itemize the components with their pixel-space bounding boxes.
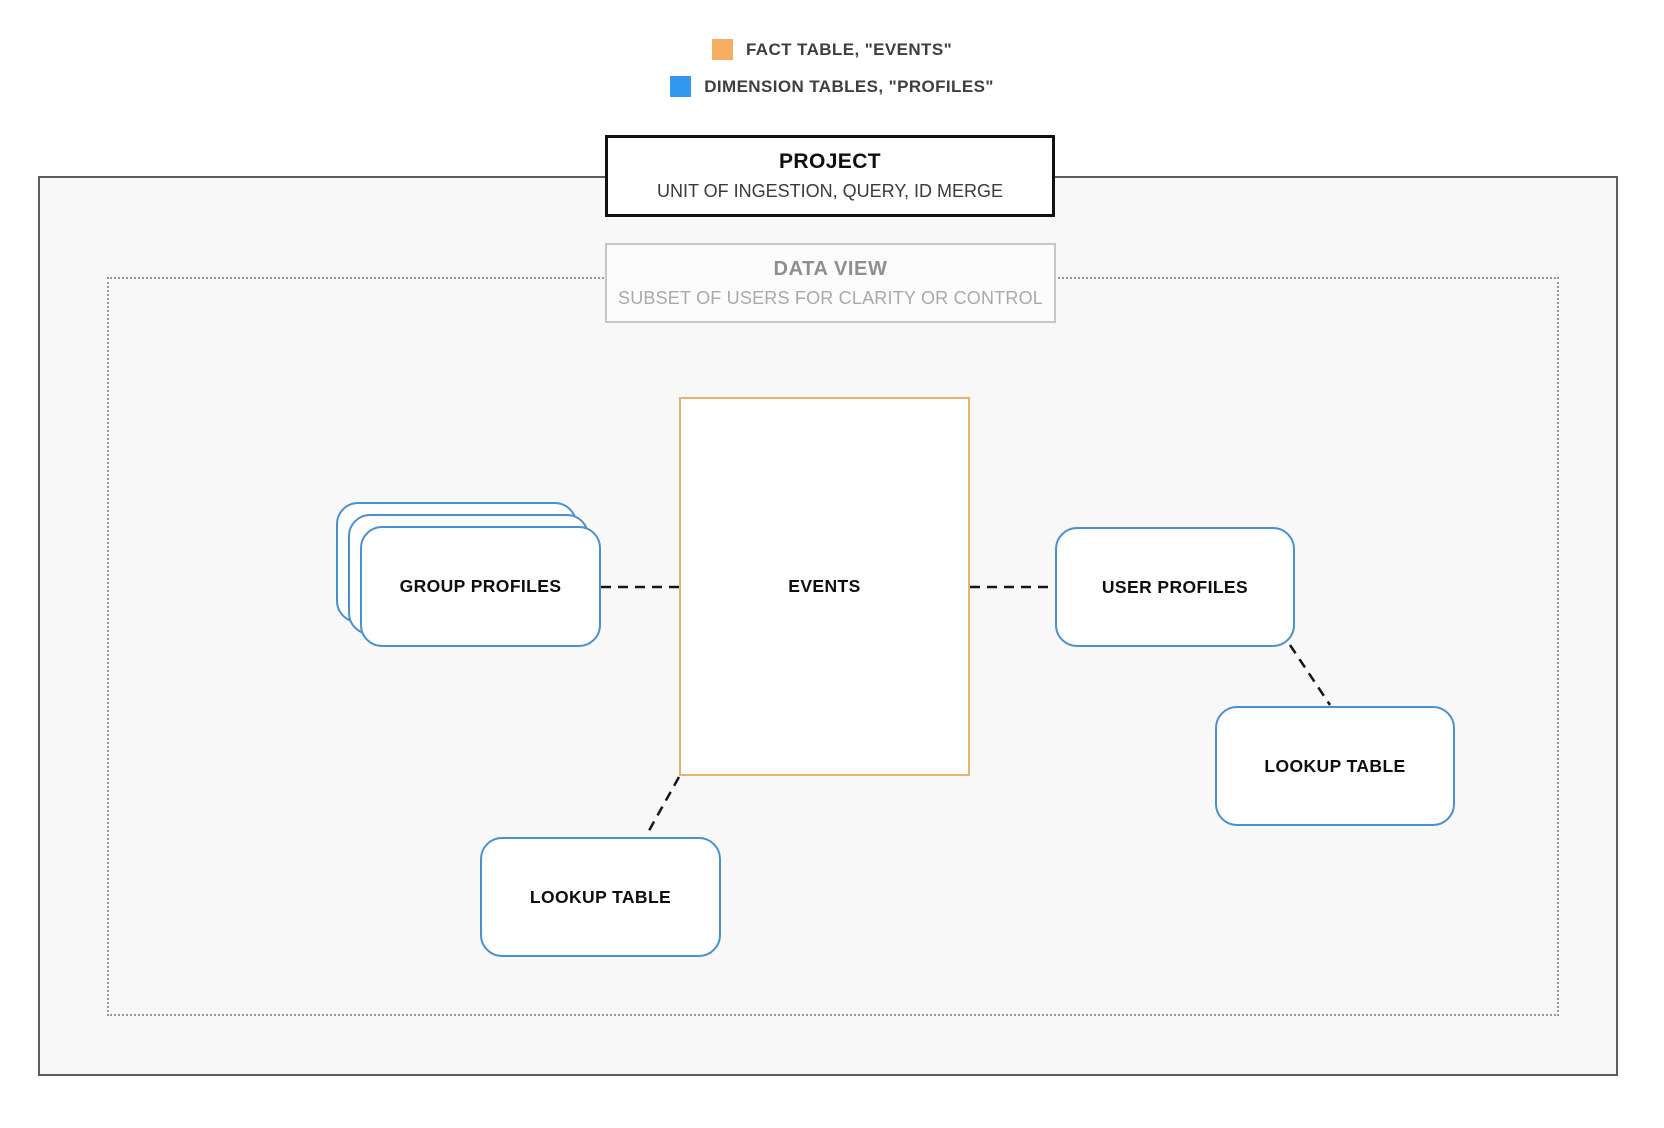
data-view-subtitle: SUBSET OF USERS FOR CLARITY OR CONTROL [617, 287, 1043, 308]
node-lookup-table-bottom: LOOKUP TABLE [480, 837, 721, 957]
project-title: PROJECT [779, 150, 881, 173]
node-user-profiles: USER PROFILES [1055, 527, 1295, 647]
node-group-profiles-label: GROUP PROFILES [399, 576, 562, 596]
node-lookup-table-right-label: LOOKUP TABLE [1264, 755, 1406, 776]
project-subtitle: UNIT OF INGESTION, QUERY, ID MERGE [656, 181, 1004, 201]
legend-label-dimension-tables: DIMENSION TABLES, "PROFILES" [704, 76, 994, 96]
node-lookup-table-right: LOOKUP TABLE [1215, 706, 1455, 826]
legend-item-fact-table: FACT TABLE, "EVENTS" [711, 39, 953, 60]
project-header: PROJECT UNIT OF INGESTION, QUERY, ID MER… [605, 135, 1055, 217]
node-events: EVENTS [679, 397, 970, 776]
node-user-profiles-label: USER PROFILES [1101, 576, 1249, 597]
node-events-label: EVENTS [788, 576, 861, 596]
legend-label-fact-table: FACT TABLE, "EVENTS" [745, 39, 953, 59]
node-group-profiles: GROUP PROFILES [360, 526, 601, 647]
data-view-title: DATA VIEW [773, 257, 888, 280]
data-view-header: DATA VIEW SUBSET OF USERS FOR CLARITY OR… [605, 243, 1056, 323]
fact-table-swatch-icon [711, 39, 733, 60]
legend: FACT TABLE, "EVENTS" DIMENSION TABLES, "… [0, 39, 1664, 97]
legend-item-dimension-tables: DIMENSION TABLES, "PROFILES" [670, 76, 994, 97]
dimension-tables-swatch-icon [670, 76, 692, 97]
node-lookup-table-bottom-label: LOOKUP TABLE [529, 886, 672, 907]
